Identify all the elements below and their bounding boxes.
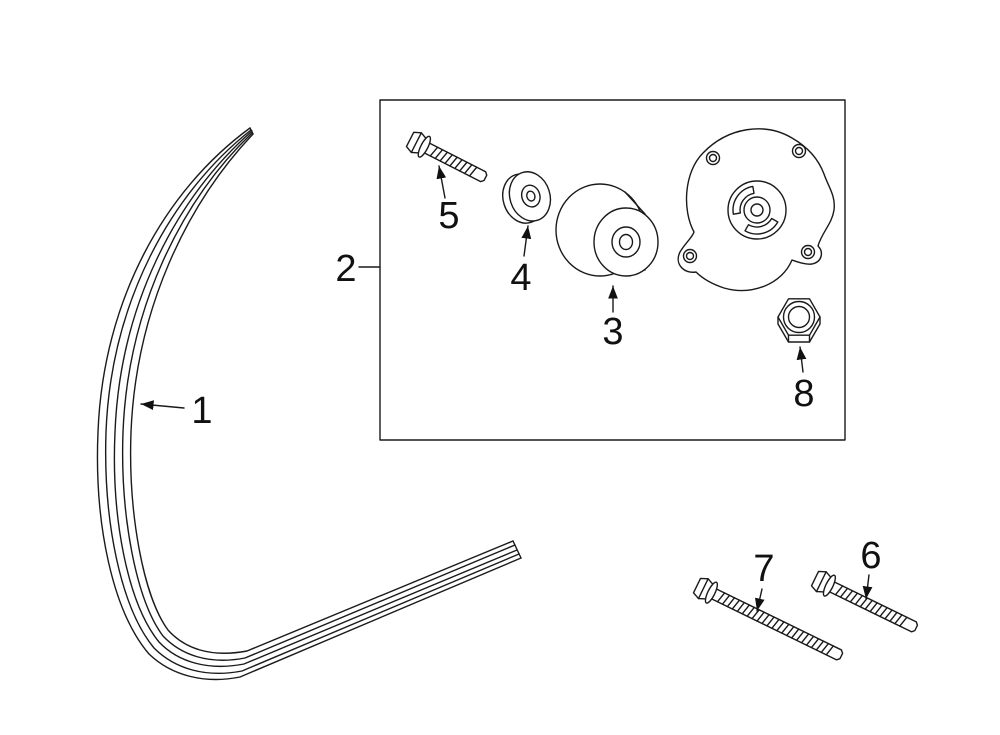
bracket-hole-bottom-right <box>800 244 816 260</box>
washer-hole-inner <box>526 190 536 202</box>
callout-arrow-1 <box>140 400 185 411</box>
nut-bore <box>787 305 811 329</box>
pulley-hub <box>611 226 641 258</box>
belt-rib-outer <box>96 127 522 681</box>
part-label-2: 2 <box>335 248 356 290</box>
drive-belt-drawing <box>96 127 522 681</box>
callout-arrow-4 <box>521 225 532 257</box>
bracket-hole-top-right <box>791 143 807 159</box>
mounting-bracket-drawing <box>677 128 836 292</box>
bracket-hole-bottom-left <box>682 248 698 264</box>
belt-rib-4 <box>121 132 516 661</box>
bolt-head-facet <box>815 571 827 593</box>
washer-front-face <box>508 171 552 222</box>
belt-rib-inner <box>129 133 514 654</box>
nut-top-face <box>777 298 821 336</box>
bolt-head-facet <box>697 578 709 600</box>
long-bolt-drawing <box>692 577 844 661</box>
bolt-flange <box>417 135 432 158</box>
washer-drawing <box>502 171 552 224</box>
callout-arrow-5 <box>436 165 447 199</box>
callout-arrow-8 <box>796 346 807 373</box>
bolt-thread-lines <box>834 585 908 627</box>
bracket-slot-left <box>732 185 755 215</box>
bracket-hole-top-left <box>705 150 721 166</box>
bolt-shaft <box>829 581 919 633</box>
part-label-1: 1 <box>191 390 212 432</box>
bolt-flange <box>822 574 837 597</box>
belt-rib-2 <box>104 129 520 675</box>
idler-pulley-drawing <box>555 183 659 277</box>
pulley-bore <box>618 233 634 251</box>
bolt-thread-lines <box>716 592 835 656</box>
bracket-outline <box>677 128 836 292</box>
short-bolt-drawing <box>810 570 919 633</box>
part-label-5: 5 <box>438 195 459 237</box>
part-label-3: 3 <box>602 311 623 353</box>
bracket-slot-right <box>744 217 779 235</box>
callout-arrow-7 <box>755 588 765 612</box>
part-label-6: 6 <box>860 535 881 577</box>
bracket-hub-outer <box>727 180 787 240</box>
bracket-hub-mid <box>743 196 771 224</box>
bracket-hole-top-right-inner <box>794 146 804 156</box>
part-label-7: 7 <box>753 548 774 590</box>
bolt-flange <box>704 581 719 604</box>
callout-arrow-6 <box>862 574 873 600</box>
belt-end-cap-top <box>249 127 254 135</box>
belt-rib-3 <box>113 130 518 668</box>
nut-side-facets <box>787 334 811 343</box>
bolt-head-facet <box>410 132 423 154</box>
nut-chamfer <box>782 300 816 334</box>
pulley-rim-edge-top <box>624 191 646 215</box>
washer-hole <box>520 184 541 208</box>
bracket-hole-bottom-right-inner <box>803 247 813 257</box>
part-label-8: 8 <box>793 373 814 415</box>
bracket-hole-top-left-inner <box>708 153 718 163</box>
belt-end-cap-right <box>512 540 522 559</box>
pulley-bolt-drawing <box>405 131 488 183</box>
part-label-4: 4 <box>510 257 531 299</box>
bolt-thread-lines <box>429 146 478 177</box>
bracket-hub-bore <box>750 203 764 217</box>
bracket-hole-bottom-left-inner <box>685 251 695 261</box>
nut-drawing <box>777 298 821 343</box>
